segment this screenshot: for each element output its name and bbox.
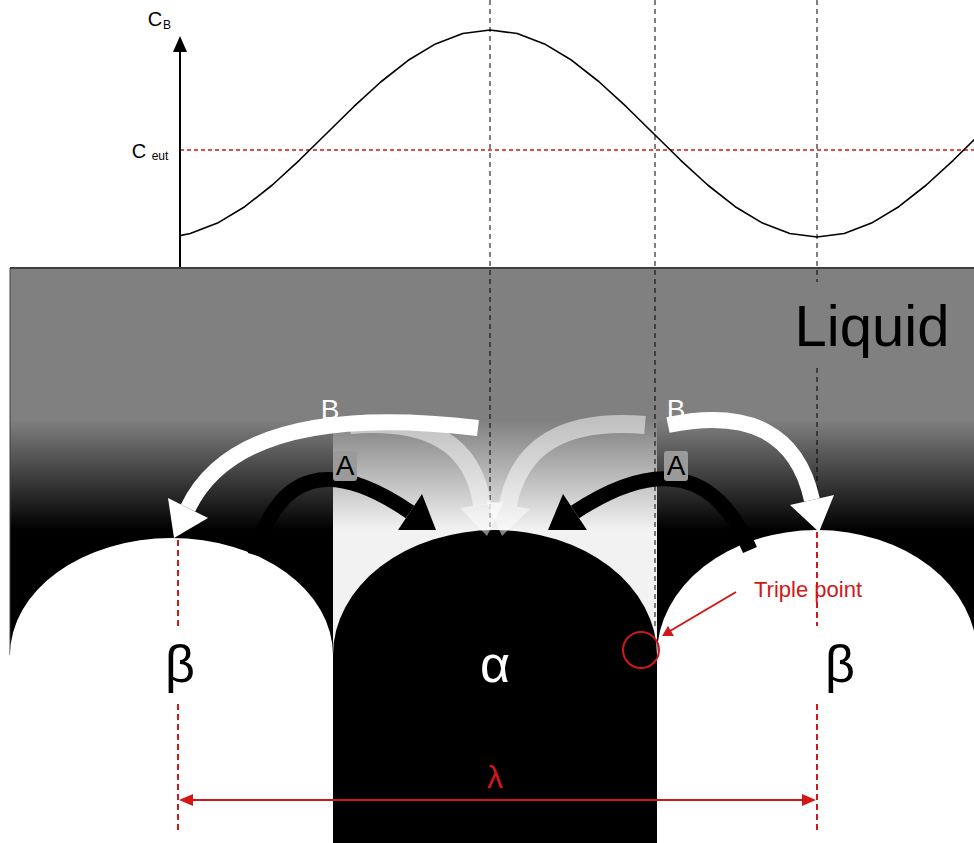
liquid-border bbox=[10, 268, 11, 655]
phase-name: β bbox=[825, 635, 855, 695]
leader-arrowhead bbox=[662, 626, 674, 636]
concentration-curve bbox=[180, 30, 974, 237]
spacing-symbol: λ bbox=[487, 761, 503, 793]
guide-line bbox=[490, 0, 491, 528]
alpha-lamella bbox=[333, 530, 657, 843]
beta-lamella bbox=[10, 538, 333, 843]
spacing-dimension bbox=[190, 799, 805, 801]
leader-line bbox=[670, 592, 736, 631]
species-label: B bbox=[321, 396, 340, 424]
spacing-guide bbox=[816, 704, 818, 832]
guide-line bbox=[817, 0, 818, 282]
species-label: A bbox=[664, 451, 689, 481]
concentration-axis bbox=[179, 48, 181, 268]
dimension-arrowhead bbox=[179, 794, 193, 806]
guide-line bbox=[655, 0, 656, 630]
species-label: B bbox=[667, 396, 686, 424]
level-symbol: C bbox=[132, 141, 146, 161]
phase-name: β bbox=[165, 635, 195, 695]
beta-phase: β bbox=[819, 629, 861, 701]
phase-name: α bbox=[480, 635, 510, 695]
liquid-region: Liquid bbox=[789, 287, 956, 366]
axis-symbol: C bbox=[148, 9, 162, 29]
spacing-guide bbox=[177, 540, 179, 626]
liquid-border bbox=[10, 267, 974, 269]
diffusion-arrowhead bbox=[790, 495, 834, 532]
diffusion-arrowhead bbox=[548, 494, 587, 530]
diffusion-arrowhead bbox=[398, 494, 436, 530]
diffusion-arrow bbox=[255, 480, 410, 555]
triple-point-circle bbox=[623, 632, 659, 668]
level-subscript: eut bbox=[152, 150, 169, 162]
alpha-phase: α bbox=[474, 629, 516, 701]
phase-name: Liquid bbox=[795, 293, 950, 360]
dimension-arrowhead bbox=[802, 794, 816, 806]
eutectic-level-line bbox=[180, 149, 974, 151]
beta-phase: β bbox=[159, 629, 201, 701]
diffusion-arrowhead bbox=[168, 498, 208, 538]
axis-subscript: B bbox=[163, 19, 171, 31]
axis-arrowhead bbox=[173, 36, 187, 52]
beta-lamella bbox=[657, 530, 974, 843]
callout-text: Triple point bbox=[754, 579, 862, 601]
diffusion-arrowhead bbox=[486, 501, 530, 536]
species-label: A bbox=[333, 451, 358, 481]
diffusion-arrow bbox=[575, 479, 750, 550]
spacing-guide bbox=[177, 704, 179, 832]
diffusion-arrow bbox=[188, 422, 478, 508]
